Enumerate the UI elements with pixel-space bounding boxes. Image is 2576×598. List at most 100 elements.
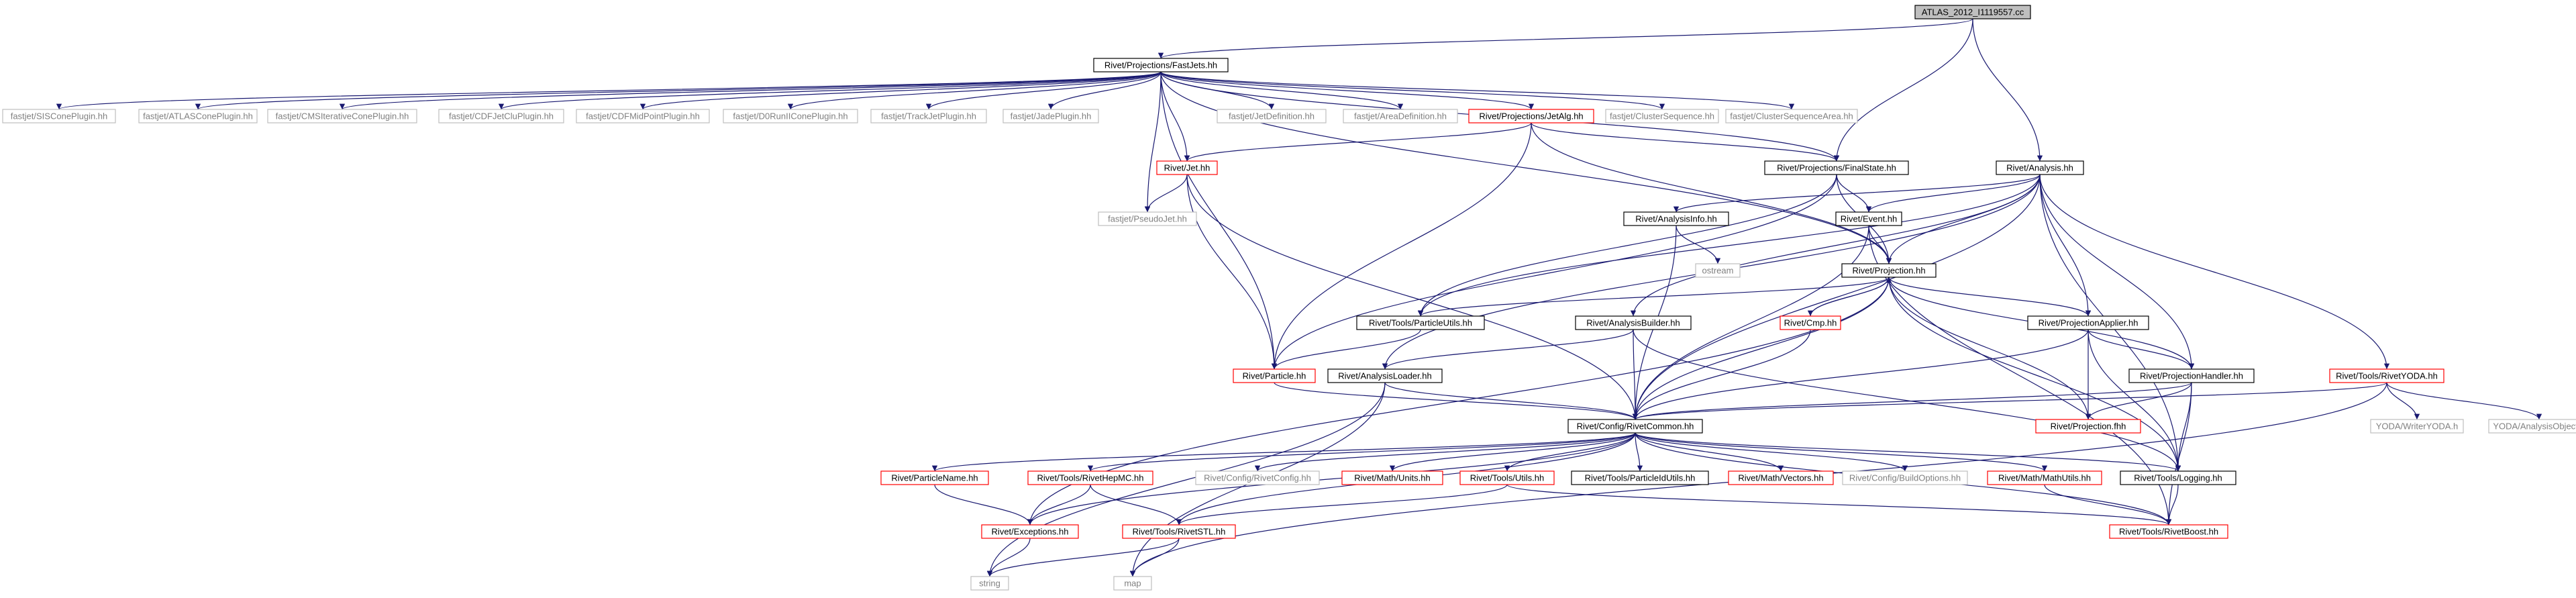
- edge-analysisbuilder-to-analysisloader: [1382, 329, 1634, 370]
- node-units[interactable]: Rivet/Math/Units.hh: [1341, 470, 1443, 485]
- node-projhandler[interactable]: Rivet/ProjectionHandler.hh: [2128, 368, 2255, 383]
- node-siscone[interactable]: fastjet/SISConePlugin.hh: [2, 109, 116, 123]
- node-trackjet[interactable]: fastjet/TrackJetPlugin.hh: [870, 109, 987, 123]
- edge-projhandler-to-rivetboost: [2165, 382, 2192, 526]
- node-rivetconfig-box: [1195, 470, 1320, 485]
- node-writeryoda[interactable]: YODA/WriterYODA.h: [2370, 419, 2464, 434]
- node-rivetyoda[interactable]: Rivet/Tools/RivetYODA.hh: [2329, 368, 2444, 383]
- node-cmp-box: [1780, 315, 1841, 330]
- node-rivetconfig-label: Rivet/Config/RivetConfig.hh: [1204, 473, 1311, 483]
- node-rivethepmc[interactable]: Rivet/Tools/RivetHepMC.hh: [1027, 470, 1153, 485]
- node-atlascone[interactable]: fastjet/ATLASConePlugin.hh: [138, 109, 258, 123]
- edge-fastjets-to-rjet: [1160, 71, 1190, 162]
- node-finalstate[interactable]: Rivet/Projections/FinalState.hh: [1764, 160, 1909, 175]
- edge-event-to-rivetcommon: [1632, 225, 1869, 420]
- node-event[interactable]: Rivet/Event.hh: [1835, 211, 1902, 226]
- node-particleutils[interactable]: Rivet/Tools/ParticleUtils.hh: [1356, 315, 1485, 330]
- edge-projection-to-logging: [1888, 277, 2181, 472]
- edge-rivetcommon-to-logging: [1635, 432, 2181, 472]
- node-particlename-box: [880, 470, 989, 485]
- edge-fastjets-to-clusterseqarea: [1160, 71, 1794, 110]
- node-cmsiter-box: [267, 109, 417, 123]
- edge-analysisinfo-to-ostream: [1676, 225, 1721, 264]
- node-utils[interactable]: Rivet/Tools/Utils.hh: [1459, 470, 1555, 485]
- node-string-box: [970, 576, 1009, 591]
- node-clusterseqarea[interactable]: fastjet/ClusterSequenceArea.hh: [1725, 109, 1858, 123]
- node-mathutils-label: Rivet/Math/MathUtils.hh: [1998, 473, 2091, 483]
- edge-event-to-projection: [1868, 225, 1892, 264]
- node-jetalg[interactable]: Rivet/Projections/JetAlg.hh: [1468, 109, 1594, 123]
- node-projection[interactable]: Rivet/Projection.hh: [1841, 263, 1937, 278]
- edge-rivetcommon-to-utils: [1504, 432, 1636, 472]
- node-analysisbuilder[interactable]: Rivet/AnalysisBuilder.hh: [1575, 315, 1692, 330]
- node-particleidutils[interactable]: Rivet/Tools/ParticleIdUtils.hh: [1571, 470, 1709, 485]
- node-cdfjetclu[interactable]: fastjet/CDFJetCluPlugin.hh: [438, 109, 564, 123]
- node-pseudojet-box: [1098, 211, 1197, 226]
- node-jetdef-label: fastjet/JetDefinition.hh: [1229, 111, 1315, 121]
- edge-fastjets-to-jetalg: [1160, 71, 1535, 110]
- node-cdfmid[interactable]: fastjet/CDFMidPointPlugin.hh: [576, 109, 710, 123]
- node-d0run2[interactable]: fastjet/D0RunIIConePlugin.hh: [723, 109, 858, 123]
- node-rivetyoda-box: [2329, 368, 2444, 383]
- node-cmsiter[interactable]: fastjet/CMSIterativeConePlugin.hh: [267, 109, 417, 123]
- node-cdfjetclu-label: fastjet/CDFJetCluPlugin.hh: [449, 111, 554, 121]
- node-analysis[interactable]: Rivet/Analysis.hh: [1996, 160, 2084, 175]
- edge-rjet-to-particle: [1186, 174, 1278, 370]
- dependency-nodes: ATLAS_2012_I1119557.ccRivet/Projections/…: [2, 5, 2576, 591]
- node-rivetboost[interactable]: Rivet/Tools/RivetBoost.hh: [2109, 524, 2228, 539]
- node-rivetcommon[interactable]: Rivet/Config/RivetCommon.hh: [1567, 419, 1703, 434]
- node-jetalg-label: Rivet/Projections/JetAlg.hh: [1479, 111, 1583, 121]
- edge-rivetcommon-to-rivetconfig: [1254, 432, 1636, 472]
- node-projapplier[interactable]: Rivet/ProjectionApplier.hh: [2027, 315, 2149, 330]
- node-jetalg-box: [1468, 109, 1594, 123]
- edge-analysisbuilder-to-logging: [1633, 329, 2181, 472]
- node-jade[interactable]: fastjet/JadePlugin.hh: [1002, 109, 1099, 123]
- node-string[interactable]: string: [970, 576, 1009, 591]
- node-root[interactable]: ATLAS_2012_I1119557.cc: [1914, 5, 2031, 19]
- edge-logging-to-rivetboost: [2165, 484, 2179, 526]
- edge-rivetyoda-to-analysisobject: [2386, 382, 2542, 420]
- node-areadef[interactable]: fastjet/AreaDefinition.hh: [1343, 109, 1458, 123]
- edge-analysis-to-rivetyoda: [2039, 174, 2390, 370]
- edge-fastjets-to-trackjet: [925, 71, 1162, 110]
- node-mathutils[interactable]: Rivet/Math/MathUtils.hh: [1987, 470, 2102, 485]
- node-particlename[interactable]: Rivet/ParticleName.hh: [880, 470, 989, 485]
- node-particle[interactable]: Rivet/Particle.hh: [1233, 368, 1316, 383]
- node-rivetboost-box: [2109, 524, 2228, 539]
- edge-fastjets-to-particle: [1160, 71, 1278, 370]
- edge-utils-to-rivetstl: [1176, 484, 1508, 526]
- node-particleutils-label: Rivet/Tools/ParticleUtils.hh: [1369, 318, 1472, 328]
- node-ostream[interactable]: ostream: [1695, 263, 1741, 278]
- node-projfhh[interactable]: Rivet/Projection.fhh: [2035, 419, 2141, 434]
- node-analysisbuilder-box: [1575, 315, 1692, 330]
- node-vectors[interactable]: Rivet/Math/Vectors.hh: [1728, 470, 1834, 485]
- edge-rivetcommon-to-units: [1389, 432, 1636, 472]
- edge-fastjets-to-atlascone: [195, 71, 1162, 110]
- node-analysisloader[interactable]: Rivet/AnalysisLoader.hh: [1327, 368, 1443, 383]
- node-map-box: [1113, 576, 1152, 591]
- node-clusterseq[interactable]: fastjet/ClusterSequence.hh: [1605, 109, 1719, 123]
- node-cdfmid-label: fastjet/CDFMidPointPlugin.hh: [586, 111, 700, 121]
- node-areadef-box: [1343, 109, 1458, 123]
- node-fastjets[interactable]: Rivet/Projections/FastJets.hh: [1093, 58, 1229, 72]
- node-map[interactable]: map: [1113, 576, 1152, 591]
- node-jetdef[interactable]: fastjet/JetDefinition.hh: [1217, 109, 1327, 123]
- node-pseudojet[interactable]: fastjet/PseudoJet.hh: [1098, 211, 1197, 226]
- node-rivetstl[interactable]: Rivet/Tools/RivetSTL.hh: [1122, 524, 1236, 539]
- node-rjet[interactable]: Rivet/Jet.hh: [1156, 160, 1218, 175]
- node-rivetconfig[interactable]: Rivet/Config/RivetConfig.hh: [1195, 470, 1320, 485]
- node-analysisinfo[interactable]: Rivet/AnalysisInfo.hh: [1623, 211, 1729, 226]
- node-analysis-label: Rivet/Analysis.hh: [2006, 163, 2073, 173]
- node-string-label: string: [979, 579, 1000, 589]
- edge-fastjets-to-pseudojet: [1144, 71, 1162, 213]
- node-cmp[interactable]: Rivet/Cmp.hh: [1780, 315, 1841, 330]
- node-logging[interactable]: Rivet/Tools/Logging.hh: [2120, 470, 2236, 485]
- node-analysisloader-box: [1327, 368, 1443, 383]
- node-exceptions[interactable]: Rivet/Exceptions.hh: [981, 524, 1079, 539]
- edge-analysis-to-rivetcommon: [1632, 174, 2041, 420]
- node-buildoptions-box: [1842, 470, 1968, 485]
- node-analysisobject[interactable]: YODA/AnalysisObject.h: [2488, 419, 2576, 434]
- node-buildoptions[interactable]: Rivet/Config/BuildOptions.hh: [1842, 470, 1968, 485]
- node-projfhh-box: [2035, 419, 2141, 434]
